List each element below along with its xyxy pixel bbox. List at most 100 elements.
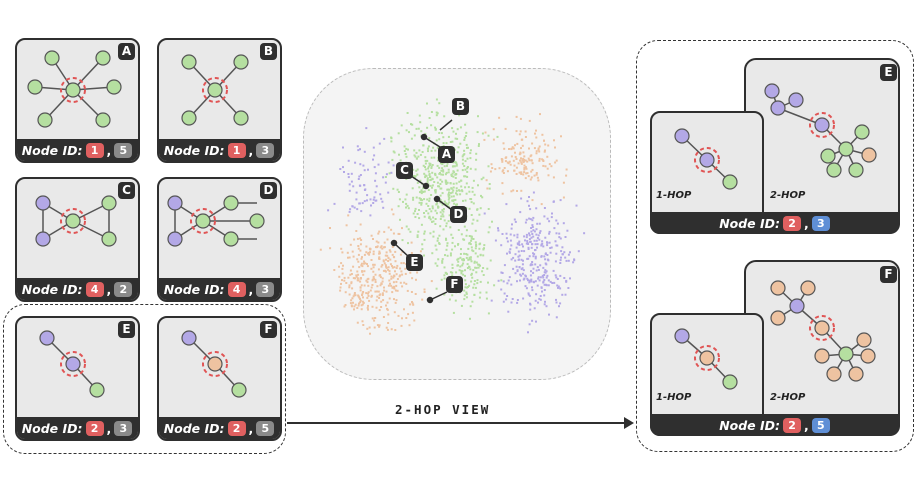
embedding-point: [487, 281, 489, 284]
embedding-point: [528, 147, 530, 150]
embedding-point: [444, 254, 446, 257]
embedding-point: [510, 301, 513, 304]
embedding-point: [445, 171, 448, 174]
embedding-point: [550, 165, 553, 168]
embedding-point: [538, 231, 541, 234]
card-e: E Node ID: 2,3: [15, 316, 140, 441]
embedding-point: [374, 191, 377, 194]
embedding-point: [368, 299, 371, 302]
embedding-point: [356, 237, 359, 240]
embedding-point: [427, 170, 430, 173]
embedding-point: [387, 322, 390, 324]
embedding-point: [559, 287, 562, 290]
embedding-point: [432, 216, 435, 219]
embedding-point: [348, 210, 351, 213]
embedding-point: [361, 303, 364, 306]
embedding-point: [454, 198, 457, 201]
embedding-point: [565, 168, 568, 171]
node-id-label: Node ID:: [719, 215, 781, 231]
embedding-point: [512, 147, 515, 150]
map-label-b[interactable]: B: [452, 98, 469, 115]
embedding-point: [442, 215, 445, 218]
embedding-point: [445, 248, 448, 251]
embedding-point: [401, 227, 403, 230]
embedding-point: [365, 127, 368, 130]
embedding-point: [470, 237, 473, 240]
embedding-point: [360, 257, 363, 260]
embedding-point: [530, 236, 533, 239]
embedding-point: [381, 247, 384, 250]
map-label-c[interactable]: C: [396, 162, 413, 179]
embedding-point: [450, 233, 453, 236]
embedding-point: [383, 286, 385, 289]
embedding-point: [475, 158, 478, 161]
embedding-point: [376, 290, 378, 293]
embedding-point: [377, 232, 380, 235]
embedding-point: [489, 259, 492, 262]
map-label-e[interactable]: E: [406, 254, 423, 271]
embedding-point: [391, 266, 394, 269]
embedding-point: [543, 294, 546, 297]
embedding-point: [469, 157, 472, 160]
embedding-point: [389, 282, 391, 285]
embedding-point: [430, 124, 433, 127]
map-label-a[interactable]: A: [438, 146, 455, 163]
embedding-point: [539, 295, 542, 297]
embedding-point: [548, 220, 551, 223]
embedding-point: [463, 225, 466, 228]
embedding-point: [430, 194, 433, 196]
embedding-point: [359, 223, 362, 226]
embedding-point: [434, 128, 437, 131]
embedding-point: [528, 323, 531, 326]
embedding-point: [349, 208, 352, 211]
embedding-point: [543, 207, 546, 209]
embedding-point: [541, 158, 544, 161]
embedding-point: [378, 325, 381, 328]
embedding-point: [542, 164, 545, 167]
embedding-point: [443, 274, 446, 277]
embedding-point: [525, 236, 528, 239]
card-a: A Node ID: 1,5: [15, 38, 140, 163]
embedding-point: [477, 145, 480, 147]
embedding-point: [501, 158, 503, 161]
embedding-point: [451, 199, 454, 202]
embedding-point: [472, 250, 475, 253]
node-id-badge: 2: [783, 215, 802, 231]
embedding-point: [418, 197, 421, 200]
embedding-point: [368, 253, 371, 256]
embedding-point: [423, 232, 426, 235]
embedding-point: [482, 274, 485, 276]
one-hop-label: 1-HOP: [656, 190, 692, 201]
embedding-point: [532, 191, 535, 194]
embedding-point: [511, 298, 514, 300]
embedding-point: [561, 253, 564, 256]
embedding-point: [530, 280, 533, 283]
embedding-point: [451, 274, 454, 277]
embedding-point: [405, 282, 408, 285]
embedding-point: [529, 178, 532, 181]
embedding-point: [423, 238, 426, 241]
embedding-point: [395, 240, 397, 243]
embedding-point: [347, 256, 349, 259]
embedding-point: [420, 190, 423, 193]
embedding-point: [451, 165, 454, 168]
embedding-point: [482, 176, 485, 179]
embedding-point: [557, 286, 559, 289]
embedding-point: [450, 195, 453, 198]
embedding-point: [366, 265, 369, 268]
embedding-point: [423, 190, 426, 193]
embedding-point: [392, 150, 395, 153]
embedding-point: [349, 243, 352, 246]
embedding-point: [548, 230, 551, 233]
map-label-f[interactable]: F: [446, 276, 463, 293]
embedding-point: [385, 326, 388, 329]
embedding-point: [333, 269, 336, 271]
embedding-point: [459, 126, 462, 129]
embedding-point: [439, 183, 442, 185]
embedding-point: [475, 245, 478, 247]
embedding-point: [384, 270, 387, 273]
embedding-point: [454, 148, 456, 151]
embedding-point: [378, 230, 381, 233]
map-label-d[interactable]: D: [450, 206, 467, 223]
embedding-point: [469, 149, 472, 152]
